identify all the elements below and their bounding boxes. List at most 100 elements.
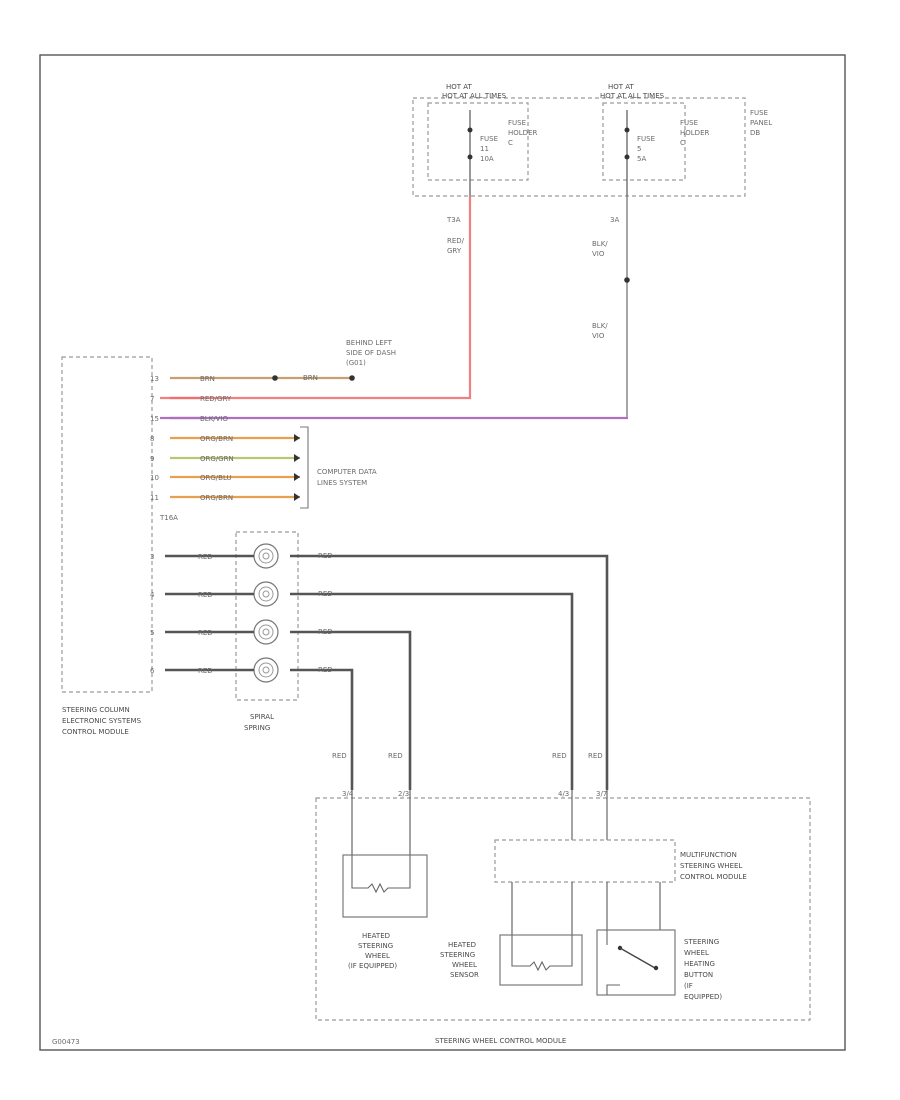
module-pin-8: 8 bbox=[150, 435, 154, 443]
arrow-pin-8 bbox=[294, 434, 300, 442]
switch-arm-icon bbox=[619, 947, 656, 969]
arrow-pin-11 bbox=[294, 493, 300, 501]
fuse-right-dot-top bbox=[624, 127, 630, 133]
module-lower-pin-2: 4 bbox=[150, 591, 155, 599]
steering-column-module-box bbox=[61, 356, 153, 693]
heated-steering-wheel-sensor-box bbox=[499, 934, 583, 986]
spiral-spring-label: SPIRAL SPRING bbox=[244, 713, 276, 732]
module-lower-pin-3: 5 bbox=[150, 629, 154, 637]
wire-lower-label-2: RED bbox=[198, 591, 213, 599]
wire-label-pin-11: ORG/BRN bbox=[200, 494, 233, 502]
steering-column-module-label: STEERING COLUMN ELECTRONIC SYSTEMS CONTR… bbox=[62, 706, 143, 736]
wire-blk-vio-lower-label: BLK/ VIO bbox=[592, 322, 610, 340]
vertical-wire-label-3: RED bbox=[552, 752, 567, 760]
wire-lower-label-4: RED bbox=[198, 667, 213, 675]
fuse-right-label: FUSE 5 5A bbox=[637, 135, 657, 163]
brn-splice-dot bbox=[272, 375, 278, 381]
fuse-right-dot-bottom bbox=[624, 154, 630, 160]
wire-label-pin-13: BRN bbox=[200, 375, 215, 383]
steering-column-module: T16A STEERING COLUMN ELECTRONIC SYSTEMS … bbox=[61, 356, 178, 736]
spring-coil-icon bbox=[253, 619, 279, 645]
module-pin-11: 11 bbox=[150, 494, 159, 502]
fuse-holder-right-label: FUSE HOLDER C bbox=[680, 119, 712, 147]
heating-button-box bbox=[596, 929, 676, 996]
module-pin-7: 7 bbox=[150, 395, 154, 403]
wire-spring-3 bbox=[290, 630, 412, 790]
multifunction-module-label: MULTIFUNCTION STEERING WHEEL CONTROL MOD… bbox=[680, 851, 747, 881]
wire-label-pin-7: RED/GRY bbox=[200, 395, 232, 403]
wire-spring-2-label: RED bbox=[318, 590, 333, 598]
wire-spring-4-label: RED bbox=[318, 666, 333, 674]
computer-data-lines-label: COMPUTER DATA LINES SYSTEM bbox=[317, 468, 379, 487]
ground-location-label: BEHIND LEFT SIDE OF DASH (G01) bbox=[346, 339, 398, 367]
spiral-spring-box bbox=[235, 531, 299, 701]
diagram-frame bbox=[39, 54, 846, 1051]
vertical-wire-label-1: RED bbox=[332, 752, 347, 760]
fuse-panel-label: FUSE PANEL DB bbox=[750, 109, 774, 137]
fuse-left-dot-bottom bbox=[467, 154, 473, 160]
spring-coil-icon bbox=[253, 657, 279, 683]
ground-dot bbox=[349, 375, 355, 381]
wire-blk-vio-splice bbox=[624, 277, 630, 283]
heater-element-icon bbox=[351, 855, 411, 894]
wire-spring-1 bbox=[290, 554, 609, 790]
fuse-panel-box bbox=[412, 97, 746, 197]
arrow-pin-9 bbox=[294, 454, 300, 462]
spring-coil-icon bbox=[253, 543, 279, 569]
sw-pin-4: 3/7 bbox=[596, 790, 607, 798]
connector-t16a-label: T16A bbox=[159, 514, 178, 522]
wire-blk-vio-upper-label: BLK/ VIO bbox=[592, 240, 610, 258]
module-pin-10: 10 bbox=[150, 474, 159, 482]
heated-steering-wheel-sensor-label: HEATED STEERING WHEEL SENSOR bbox=[440, 941, 479, 979]
arrow-pin-10 bbox=[294, 473, 300, 481]
switch-contact bbox=[653, 965, 659, 971]
wire-label-pin-9: ORG/GRN bbox=[200, 455, 234, 463]
module-lower-pin-4: 6 bbox=[150, 667, 155, 675]
steering-wheel-control-module-box bbox=[315, 797, 811, 1021]
wire-spring-1-label: RED bbox=[318, 552, 333, 560]
fuse-holder-left-box bbox=[427, 102, 529, 181]
fuse-left-dot-top bbox=[467, 127, 473, 133]
wire-brn-splice-label: BRN bbox=[303, 374, 318, 382]
wire-label-pin-8: ORG/BRN bbox=[200, 435, 233, 443]
fuse-left-label: FUSE 11 10A bbox=[480, 135, 500, 163]
fuse-panel-pin-left: T3A bbox=[446, 216, 461, 224]
wire-spring-2 bbox=[290, 592, 574, 790]
data-lines-bracket bbox=[300, 426, 309, 509]
sw-pin-1: 3/4 bbox=[342, 790, 354, 798]
heating-button-label: STEERING WHEEL HEATING BUTTON (IF EQUIPP… bbox=[684, 938, 722, 1001]
sw-pin-2: 2/3 bbox=[398, 790, 409, 798]
module-pin-13: 13 bbox=[150, 375, 159, 383]
wire-label-pin-10: ORG/BLU bbox=[200, 474, 232, 482]
multifunction-module-box bbox=[494, 839, 676, 883]
wire-spring-3-label: RED bbox=[318, 628, 333, 636]
wire-lower-label-1: RED bbox=[198, 553, 213, 561]
heated-steering-wheel-box bbox=[342, 854, 428, 918]
switch-return bbox=[606, 984, 620, 995]
spring-coil-icon bbox=[253, 581, 279, 607]
module-pin-9: 9 bbox=[150, 455, 154, 463]
wire-label-pin-15: BLK/VIO bbox=[200, 415, 229, 423]
wire-spring-4 bbox=[290, 668, 354, 790]
fuse-holder-right-box bbox=[602, 102, 686, 181]
module-pin-15: 15 bbox=[150, 415, 159, 423]
vertical-wire-label-4: RED bbox=[588, 752, 603, 760]
module-lower-pin-1: 3 bbox=[150, 553, 154, 561]
sensor-element-icon bbox=[511, 935, 573, 972]
wire-red-gry-label: RED/ GRY bbox=[447, 237, 466, 255]
spiral-spring: SPIRAL SPRING bbox=[235, 531, 299, 732]
steering-wheel-control-module: 3/4 2/3 4/3 3/7 HEATED STEERING WHEEL (I… bbox=[315, 790, 811, 1021]
vertical-wire-label-2: RED bbox=[388, 752, 403, 760]
fuse-holder-left-label: FUSE HOLDER C bbox=[508, 119, 540, 147]
fuse-panel-pin-right: 3A bbox=[610, 216, 619, 224]
wire-red-gry bbox=[160, 196, 472, 400]
figure-id: G00473 bbox=[52, 1038, 80, 1046]
heated-steering-wheel-label: HEATED STEERING WHEEL (IF EQUIPPED) bbox=[348, 932, 397, 970]
wire-lower-label-3: RED bbox=[198, 629, 213, 637]
